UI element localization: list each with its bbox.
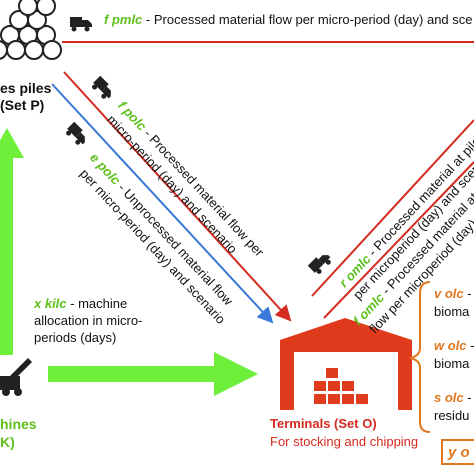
machines-title: hines (0, 416, 37, 432)
terminal-var-w-text: bioma (434, 356, 470, 371)
terminal-var-v: v olc - s (434, 286, 474, 301)
flow-symbol: x kilc (34, 296, 67, 311)
green-arrow-horizontal (48, 352, 258, 396)
machines-set: K) (0, 434, 15, 450)
truck-icon (70, 17, 92, 32)
flow-label-pmlc: f pmlc - Processed material flow per mic… (104, 12, 473, 27)
piles-title: es piles (0, 80, 52, 96)
truck-icon (92, 75, 111, 99)
flow-label-xkilc: x kilc - machine (34, 296, 127, 311)
var-symbol: v olc (434, 286, 464, 301)
warehouse-icon (280, 318, 412, 410)
flow-label-xkilc-line3: periods (days) (34, 330, 117, 345)
terminal-var-s-text: residu (434, 408, 470, 423)
corner-var-box (441, 439, 474, 465)
flow-symbol: f pmlc (104, 12, 143, 27)
corner-var: y o (448, 444, 470, 461)
terminal-var-v-text: bioma (434, 304, 470, 319)
flow-arrow-epolc (51, 83, 274, 324)
flow-arrow-fomlc (323, 161, 474, 319)
terminal-vars-brace (409, 281, 431, 433)
var-dash: - s (470, 338, 474, 353)
var-dash: - s (467, 286, 474, 301)
log-pile-icon (0, 0, 62, 60)
var-symbol: w olc (434, 338, 467, 353)
flow-label-xkilc-line2: allocation in micro- (34, 313, 143, 328)
flow-text: - machine (70, 296, 128, 311)
truck-icon (307, 255, 331, 274)
var-dash: - s (467, 390, 474, 405)
terminal-var-s: s olc - s (434, 390, 474, 405)
flow-arrow-polc (63, 71, 292, 322)
terminal-var-w: w olc - s (434, 338, 474, 353)
flow-text: - Processed material flow per micro-peri… (145, 12, 473, 27)
flow-arrow-romlc (311, 119, 474, 297)
truck-icon (66, 121, 85, 145)
terminal-title: Terminals (Set O) (270, 416, 377, 431)
terminal-subtitle: For stocking and chipping (270, 434, 419, 449)
piles-set: (Set P) (0, 97, 45, 113)
var-symbol: s olc (434, 390, 464, 405)
machine-icon (0, 358, 32, 396)
green-arrow-vertical (0, 128, 24, 355)
